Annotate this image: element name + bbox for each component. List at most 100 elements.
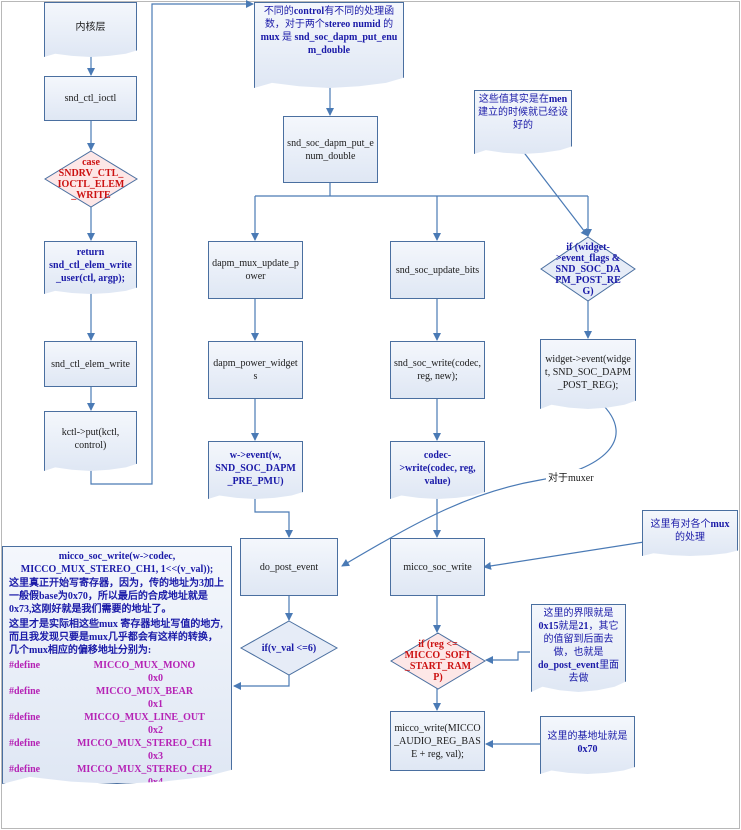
kctl-put-box: kctl->put(kctl, control) (44, 411, 137, 471)
case-line-2: SNDRV_CTL_ (58, 168, 124, 179)
case-write-decision: case SNDRV_CTL_ IOCTL_ELEM _WRITE (44, 150, 138, 208)
boundary-note-part6: do_post_event (537, 660, 600, 671)
do-post-event-box: do_post_event (240, 538, 338, 596)
define-keyword: #define (9, 686, 41, 697)
arrow-if-vval-to-big-note (233, 674, 290, 690)
top-note-part2: control (293, 6, 325, 17)
boundary-note-part7: 里面去做 (568, 660, 620, 684)
case-line-4: _WRITE (71, 190, 111, 201)
arrow-men-note-to-if-widget (521, 149, 589, 237)
return-line-1: return (76, 247, 105, 258)
top-note-part4: stereo numid (324, 19, 381, 30)
men-note-part2: men (548, 94, 568, 105)
define-keyword: #define (9, 660, 41, 671)
define-keyword: #define (9, 738, 41, 749)
define-name: MICCO_MUX_STEREO_CH2 (76, 764, 212, 775)
return-line-2: snd_ctl_elem_write (49, 260, 132, 271)
arrow-mux-note-to-micco (483, 541, 645, 570)
top-note-part3: 有不同的处理函数，对于两个 (264, 6, 395, 30)
if-reg-soft-start-ramp-decision: if (reg <= MICCO_SOFT _START_RAM P) (390, 632, 486, 690)
snd-soc-update-bits-label: snd_soc_update_bits (395, 264, 480, 276)
kctl-put-label: kctl->put(kctl, control) (61, 427, 120, 451)
men-note-part1: 这些值其实是在 (478, 94, 549, 105)
if-widget-line-5: G) (582, 285, 594, 297)
big-note-head-2: MICCO_MUX_STEREO_CH1, 1<<(v_val)); (20, 564, 214, 575)
case-line-1: case (82, 157, 100, 168)
codec-write-box: codec- >write(codec, reg, value) (390, 441, 485, 499)
if-widget-event-flags-decision: if (widget- >event_flags & SND_SOC_DA PM… (540, 236, 636, 302)
dapm-mux-update-power-label: dapm_mux_update_power (212, 258, 299, 282)
put-enum-double-box: snd_soc_dapm_put_enum_double (283, 116, 378, 183)
men-note: 这些值其实是在men建立的时候就已经设好的 (474, 90, 572, 154)
snd-ctl-ioctl-box: snd_ctl_ioctl (44, 76, 137, 121)
define-row: #define MICCO_MUX_BEAR (9, 685, 225, 698)
micco-soc-write-label: micco_soc_write (403, 561, 472, 573)
return-line-3: _user(ctl, argp); (56, 273, 125, 284)
mux-note-part1: 这里有对各个 (650, 519, 711, 530)
micco-write-box: micco_write(MICCO_AUDIO_REG_BASE + reg, … (390, 711, 485, 771)
snd-ctl-elem-write-box: snd_ctl_elem_write (44, 341, 137, 387)
boundary-note: 这里的界限就是0x15就是21，其它的值留到后面去做，也就是do_post_ev… (531, 604, 626, 692)
arrow-boundary-note-to-if-reg (485, 651, 530, 664)
if-reg-line-2: MICCO_SOFT (404, 650, 472, 661)
w-event-line-2: SND_SOC_DAPM (215, 462, 296, 474)
arrow-w-event-to-do-post (254, 496, 293, 538)
mux-handling-note: 这里有对各个mux的处理 (642, 510, 738, 556)
big-note-para-1: 这里真正开始写寄存器，因为，传的地址为3加上一般假base为0x70，所以最后的… (9, 578, 224, 615)
snd-soc-update-bits-box: snd_soc_update_bits (390, 241, 485, 299)
define-name: MICCO_MUX_LINE_OUT (84, 712, 205, 723)
snd-soc-write-box: snd_soc_write(codec, reg, new); (390, 341, 485, 399)
micco-write-label: micco_write(MICCO_AUDIO_REG_BASE + reg, … (394, 722, 481, 760)
boundary-note-part3: 就是 (558, 621, 579, 632)
do-post-event-label: do_post_event (259, 561, 319, 573)
define-name: MICCO_MUX_BEAR (95, 686, 194, 697)
define-keyword: #define (9, 712, 41, 723)
top-note-part7: 是 (279, 32, 295, 43)
boundary-note-part1: 这里的界限就是 (543, 608, 614, 619)
w-event-pre-pmu-box: w->event(w, SND_SOC_DAPM _PRE_PMU) (208, 441, 303, 499)
put-enum-double-label: snd_soc_dapm_put_enum_double (287, 137, 374, 162)
w-event-line-3: _PRE_PMU) (227, 475, 284, 487)
if-reg-line-1: if (reg <= (418, 639, 458, 650)
if-v-val-decision: if(v_val <=6) (239, 620, 339, 676)
boundary-note-part4: 21 (578, 621, 589, 632)
snd-soc-write-label: snd_soc_write(codec, reg, new); (394, 358, 481, 382)
if-widget-line-4: PM_POST_RE (555, 274, 621, 286)
define-value: 0x0 (148, 673, 163, 684)
return-elem-write-box: return snd_ctl_elem_write _user(ctl, arg… (44, 241, 137, 294)
case-line-3: IOCTL_ELEM (57, 179, 125, 190)
top-control-note: 不同的control有不同的处理函数，对于两个stereo numid 的 mu… (254, 2, 404, 88)
define-value: 0x1 (148, 699, 163, 710)
define-value: 0x4 (9, 776, 225, 784)
big-note-head-1: micco_soc_write(w->codec, (58, 551, 176, 562)
kernel-layer-label: 内核层 (75, 22, 106, 33)
dapm-power-widgets-label: dapm_power_widgets (213, 358, 298, 382)
register-write-explanation-note: micco_soc_write(w->codec, MICCO_MUX_STER… (2, 546, 232, 784)
kernel-layer-box: 内核层 (44, 2, 137, 57)
boundary-note-part2: 0x15 (538, 621, 559, 632)
snd-ctl-elem-write-label: snd_ctl_elem_write (51, 358, 130, 370)
base-note-part2: 0x70 (577, 744, 598, 755)
if-widget-line-1: if (widget- (566, 241, 610, 253)
define-row: #define MICCO_MUX_STEREO_CH2 (9, 763, 225, 776)
if-widget-line-2: >event_flags & (555, 252, 621, 264)
define-keyword: #define (9, 764, 41, 775)
top-note-part5: 的 (380, 19, 394, 30)
top-note-part8: snd_soc_dapm_put_enum_double (294, 32, 398, 56)
define-value: 0x3 (148, 751, 163, 762)
codec-write-line-3: value) (424, 475, 451, 487)
dapm-power-widgets-box: dapm_power_widgets (208, 341, 303, 399)
widget-event-post-reg-box: widget->event(widget, SND_SOC_DAPM_POST_… (540, 339, 636, 409)
mux-note-part2: mux (710, 519, 730, 530)
define-row: #define MICCO_MUX_LINE_OUT (9, 711, 225, 724)
if-reg-line-4: P) (433, 672, 443, 683)
if-v-val-label: if(v_val <=6) (261, 642, 317, 654)
if-widget-line-3: SND_SOC_DA (555, 263, 621, 275)
define-value: 0x2 (148, 725, 163, 736)
arrow-put-to-top-note (90, 0, 254, 485)
top-note-part1: 不同的 (263, 6, 294, 17)
arrow-widget-event-to-do-post (341, 401, 617, 567)
w-event-line-1: w->event(w, (229, 449, 282, 461)
